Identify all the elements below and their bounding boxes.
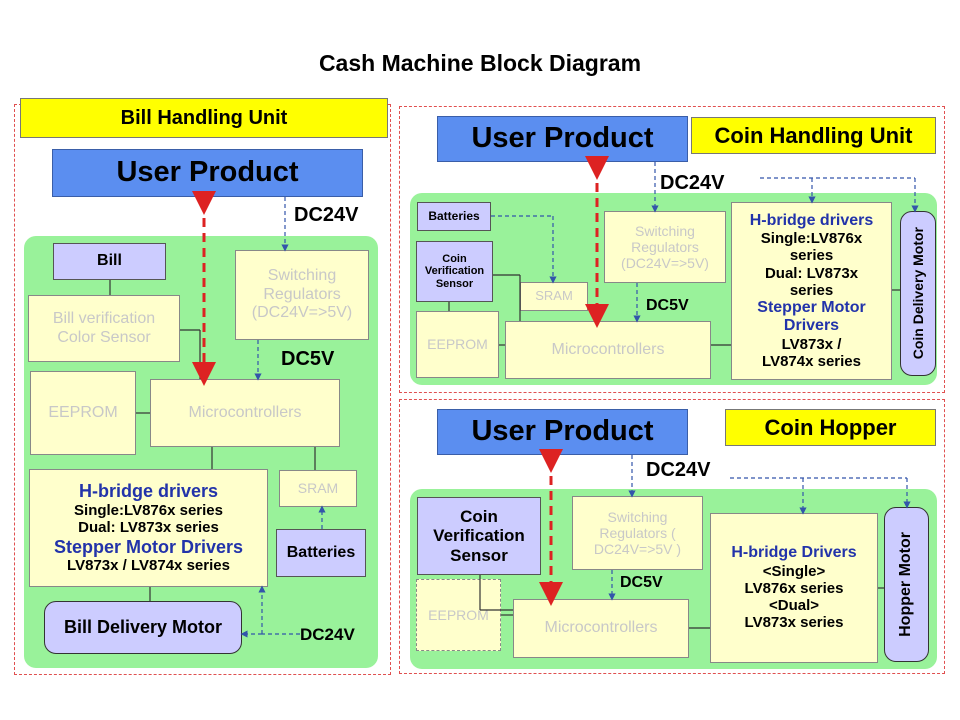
bill-hbridge-line4: Stepper Motor Drivers [53, 536, 244, 557]
coin-switching-regulators: Switching Regulators (DC24V=>5V) [604, 211, 726, 283]
coin-hbridge-line3: series [789, 247, 834, 265]
coin-hbridge-line8: LV873x / [781, 335, 842, 353]
coin-batteries: Batteries [417, 202, 491, 231]
coin-hbridge-line2: Single:LV876x [760, 230, 863, 248]
diagram-title: Cash Machine Block Diagram [318, 50, 642, 76]
bill-hbridge-line3: Dual: LV873x series [78, 519, 219, 537]
hopper-dc24v-label: DC24V [646, 459, 711, 481]
hopper-hbridge-drivers: H-bridge Drivers <Single> LV876x series … [710, 513, 878, 663]
hopper-dc5v-label: DC5V [620, 574, 663, 591]
coin-microcontrollers: Microcontrollers [505, 321, 711, 379]
hopper-hbridge-line1: H-bridge Drivers [731, 544, 857, 562]
coin-hbridge-drivers: H-bridge drivers Single:LV876x series Du… [731, 202, 892, 380]
hopper-hbridge-line3: LV876x series [744, 579, 844, 597]
hopper-frame [399, 399, 945, 674]
bill-switching-regulators: Switching Regulators (DC24V=>5V) [235, 250, 369, 340]
hopper-switching-regulators: Switching Regulators ( DC24V=>5V ) [572, 496, 703, 570]
coin-hbridge-line6: Stepper Motor [757, 299, 866, 317]
bill-hbridge-drivers: H-bridge drivers Single:LV876x series Du… [29, 469, 268, 587]
bill-sram: SRAM [279, 470, 357, 507]
coin-hbridge-line4: Dual: LV873x [764, 264, 859, 282]
coin-dc5v-label: DC5V [646, 297, 689, 314]
hopper-hbridge-line4: <Dual> [768, 597, 820, 615]
bill-dc24v-label: DC24V [294, 204, 359, 226]
coin-hbridge-line9: LV874x series [762, 353, 861, 371]
coin-unit-label: Coin Handling Unit [691, 117, 936, 154]
hopper-user-product: User Product [437, 409, 688, 455]
bill-dc5v-label: DC5V [281, 348, 335, 370]
bill-unit-label: Bill Handling Unit [20, 98, 388, 138]
hopper-microcontrollers: Microcontrollers [513, 599, 689, 658]
coin-delivery-motor: Coin Delivery Motor [900, 211, 936, 376]
bill-microcontrollers: Microcontrollers [150, 379, 340, 447]
coin-hbridge-line1: H-bridge drivers [749, 211, 874, 229]
hopper-motor: Hopper Motor [884, 507, 929, 662]
hopper-verification-sensor: Coin Verification Sensor [417, 497, 541, 575]
bill-bill-box: Bill [53, 243, 166, 280]
bill-hbridge-line5: LV873x / LV874x series [67, 557, 230, 575]
coin-verification-sensor: Coin Verification Sensor [416, 241, 493, 302]
coin-hbridge-line5: series [789, 281, 834, 299]
coin-unit-frame [399, 106, 945, 393]
bill-delivery-motor: Bill Delivery Motor [44, 601, 242, 654]
bill-hbridge-line2: Single:LV876x series [74, 502, 223, 520]
coin-dc24v-label: DC24V [660, 172, 725, 194]
hopper-eeprom: EEPROM [416, 579, 501, 651]
hopper-unit-label: Coin Hopper [725, 409, 936, 446]
bill-batteries: Batteries [276, 529, 366, 577]
coin-eeprom: EEPROM [416, 311, 499, 378]
bill-eeprom: EEPROM [30, 371, 136, 455]
bill-hbridge-line1: H-bridge drivers [78, 481, 219, 502]
bill-color-sensor: Bill verification Color Sensor [28, 295, 180, 362]
coin-user-product: User Product [437, 116, 688, 162]
hopper-hbridge-line5: LV873x series [744, 614, 844, 632]
coin-hbridge-line7: Drivers [783, 317, 840, 335]
bill-dc24v-bottom-label: DC24V [300, 625, 355, 644]
bill-user-product: User Product [52, 149, 363, 197]
hopper-hbridge-line2: <Single> [762, 562, 826, 580]
